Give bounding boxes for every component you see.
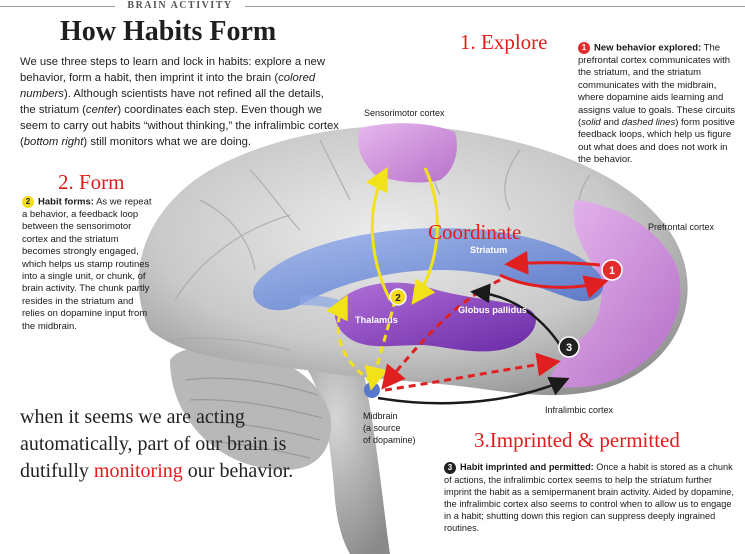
quote-after: our behavior. — [182, 460, 294, 482]
diagram-badge-2-text: 2 — [395, 293, 401, 304]
step2-text: As we repeat a behavior, a feedback loop… — [22, 196, 152, 332]
yellow-loop-solid-2 — [411, 167, 439, 305]
red-loop-solid — [504, 250, 601, 275]
label-midbrain-line2: (a source — [363, 423, 401, 433]
section-label: BRAIN ACTIVITY — [115, 0, 245, 11]
header-rule — [0, 6, 745, 7]
step1-mid: and — [600, 116, 622, 128]
step2-badge: 2 — [22, 196, 34, 208]
label-thalamus: Thalamus — [355, 315, 398, 325]
intro-em-2: center — [85, 104, 118, 116]
step1-caption: 1 New behavior explored: The prefrontal c… — [578, 42, 738, 167]
step3-text: Once a habit is stored as a chunk of act… — [444, 462, 734, 533]
label-explore: 1. Explore — [460, 30, 548, 54]
label-infralimbic: Infralimbic cortex — [545, 405, 614, 415]
intro-paragraph: We use three steps to learn and lock in … — [20, 54, 340, 150]
label-imprinted: 3.Imprinted & permitted — [474, 428, 680, 452]
step1-em1: solid — [581, 116, 601, 128]
step3-badge: 3 — [444, 461, 456, 474]
yellow-loop-solid — [366, 166, 392, 301]
yellow-loop-dashed-2 — [326, 294, 373, 384]
diagram-badge-1 — [601, 259, 623, 281]
step3-caption: 3 Habit imprinted and permitted: Once a h… — [444, 461, 740, 534]
black-loop — [470, 283, 562, 346]
intro-em-1: colored numbers — [20, 72, 316, 100]
black-loop-2 — [377, 376, 570, 405]
label-midbrain-line3: of dopamine) — [363, 435, 416, 445]
label-prefrontal: Prefrontal cortex — [648, 222, 715, 232]
label-form: 2. Form — [58, 170, 125, 194]
step1-text: The prefrontal cortex communicates with … — [578, 42, 736, 128]
intro-text-3: ) coordinates each step. Even though we … — [20, 104, 339, 148]
label-sensorimotor: Sensorimotor cortex — [364, 108, 445, 118]
red-loop-dashed-2 — [384, 352, 561, 392]
diagram-badge-2 — [389, 288, 407, 306]
label-striatum: Striatum — [470, 245, 508, 255]
quote-highlight: monitoring — [93, 460, 183, 482]
bottom-quote: when it seems we are acting automaticall… — [20, 404, 360, 485]
page-title: How Habits Form — [60, 16, 277, 47]
step3-title: Habit imprinted and permitted: — [460, 462, 594, 472]
striatum-shape — [253, 228, 604, 311]
step1-title: New behavior explored: — [594, 42, 702, 54]
diagram-badge-1-text: 1 — [609, 265, 615, 277]
step2-caption: 2 Habit forms: As we repeat a behavior, a… — [22, 196, 157, 333]
intro-em-3: bottom right — [23, 136, 84, 148]
diagram-badge-3 — [558, 336, 580, 358]
step1-end: ) form positive feedback loops, which he… — [578, 116, 735, 166]
prefrontal-cortex — [548, 200, 681, 388]
intro-text-2: ). Although scientists have not refined … — [20, 88, 324, 116]
intro-text-1: We use three steps to learn and lock in … — [20, 56, 325, 84]
label-globus: Globus pallidus — [458, 305, 527, 315]
intro-text-4: ) still monitors what we are doing. — [83, 136, 252, 148]
step1-badge: 1 — [578, 42, 590, 54]
label-midbrain-line1: Midbrain — [363, 411, 398, 421]
label-coordinate: Coordinate — [428, 220, 522, 244]
yellow-loop-dashed — [364, 299, 397, 391]
step2-title: Habit forms: — [38, 196, 94, 208]
diagram-badge-3-text: 3 — [566, 342, 572, 354]
quote-before: when it seems we are acting automaticall… — [20, 406, 287, 482]
label-midbrain: Midbrain (a source of dopamine) — [363, 410, 416, 446]
red-loop-solid-2 — [499, 273, 609, 299]
step1-em2: dashed lines — [621, 116, 676, 128]
